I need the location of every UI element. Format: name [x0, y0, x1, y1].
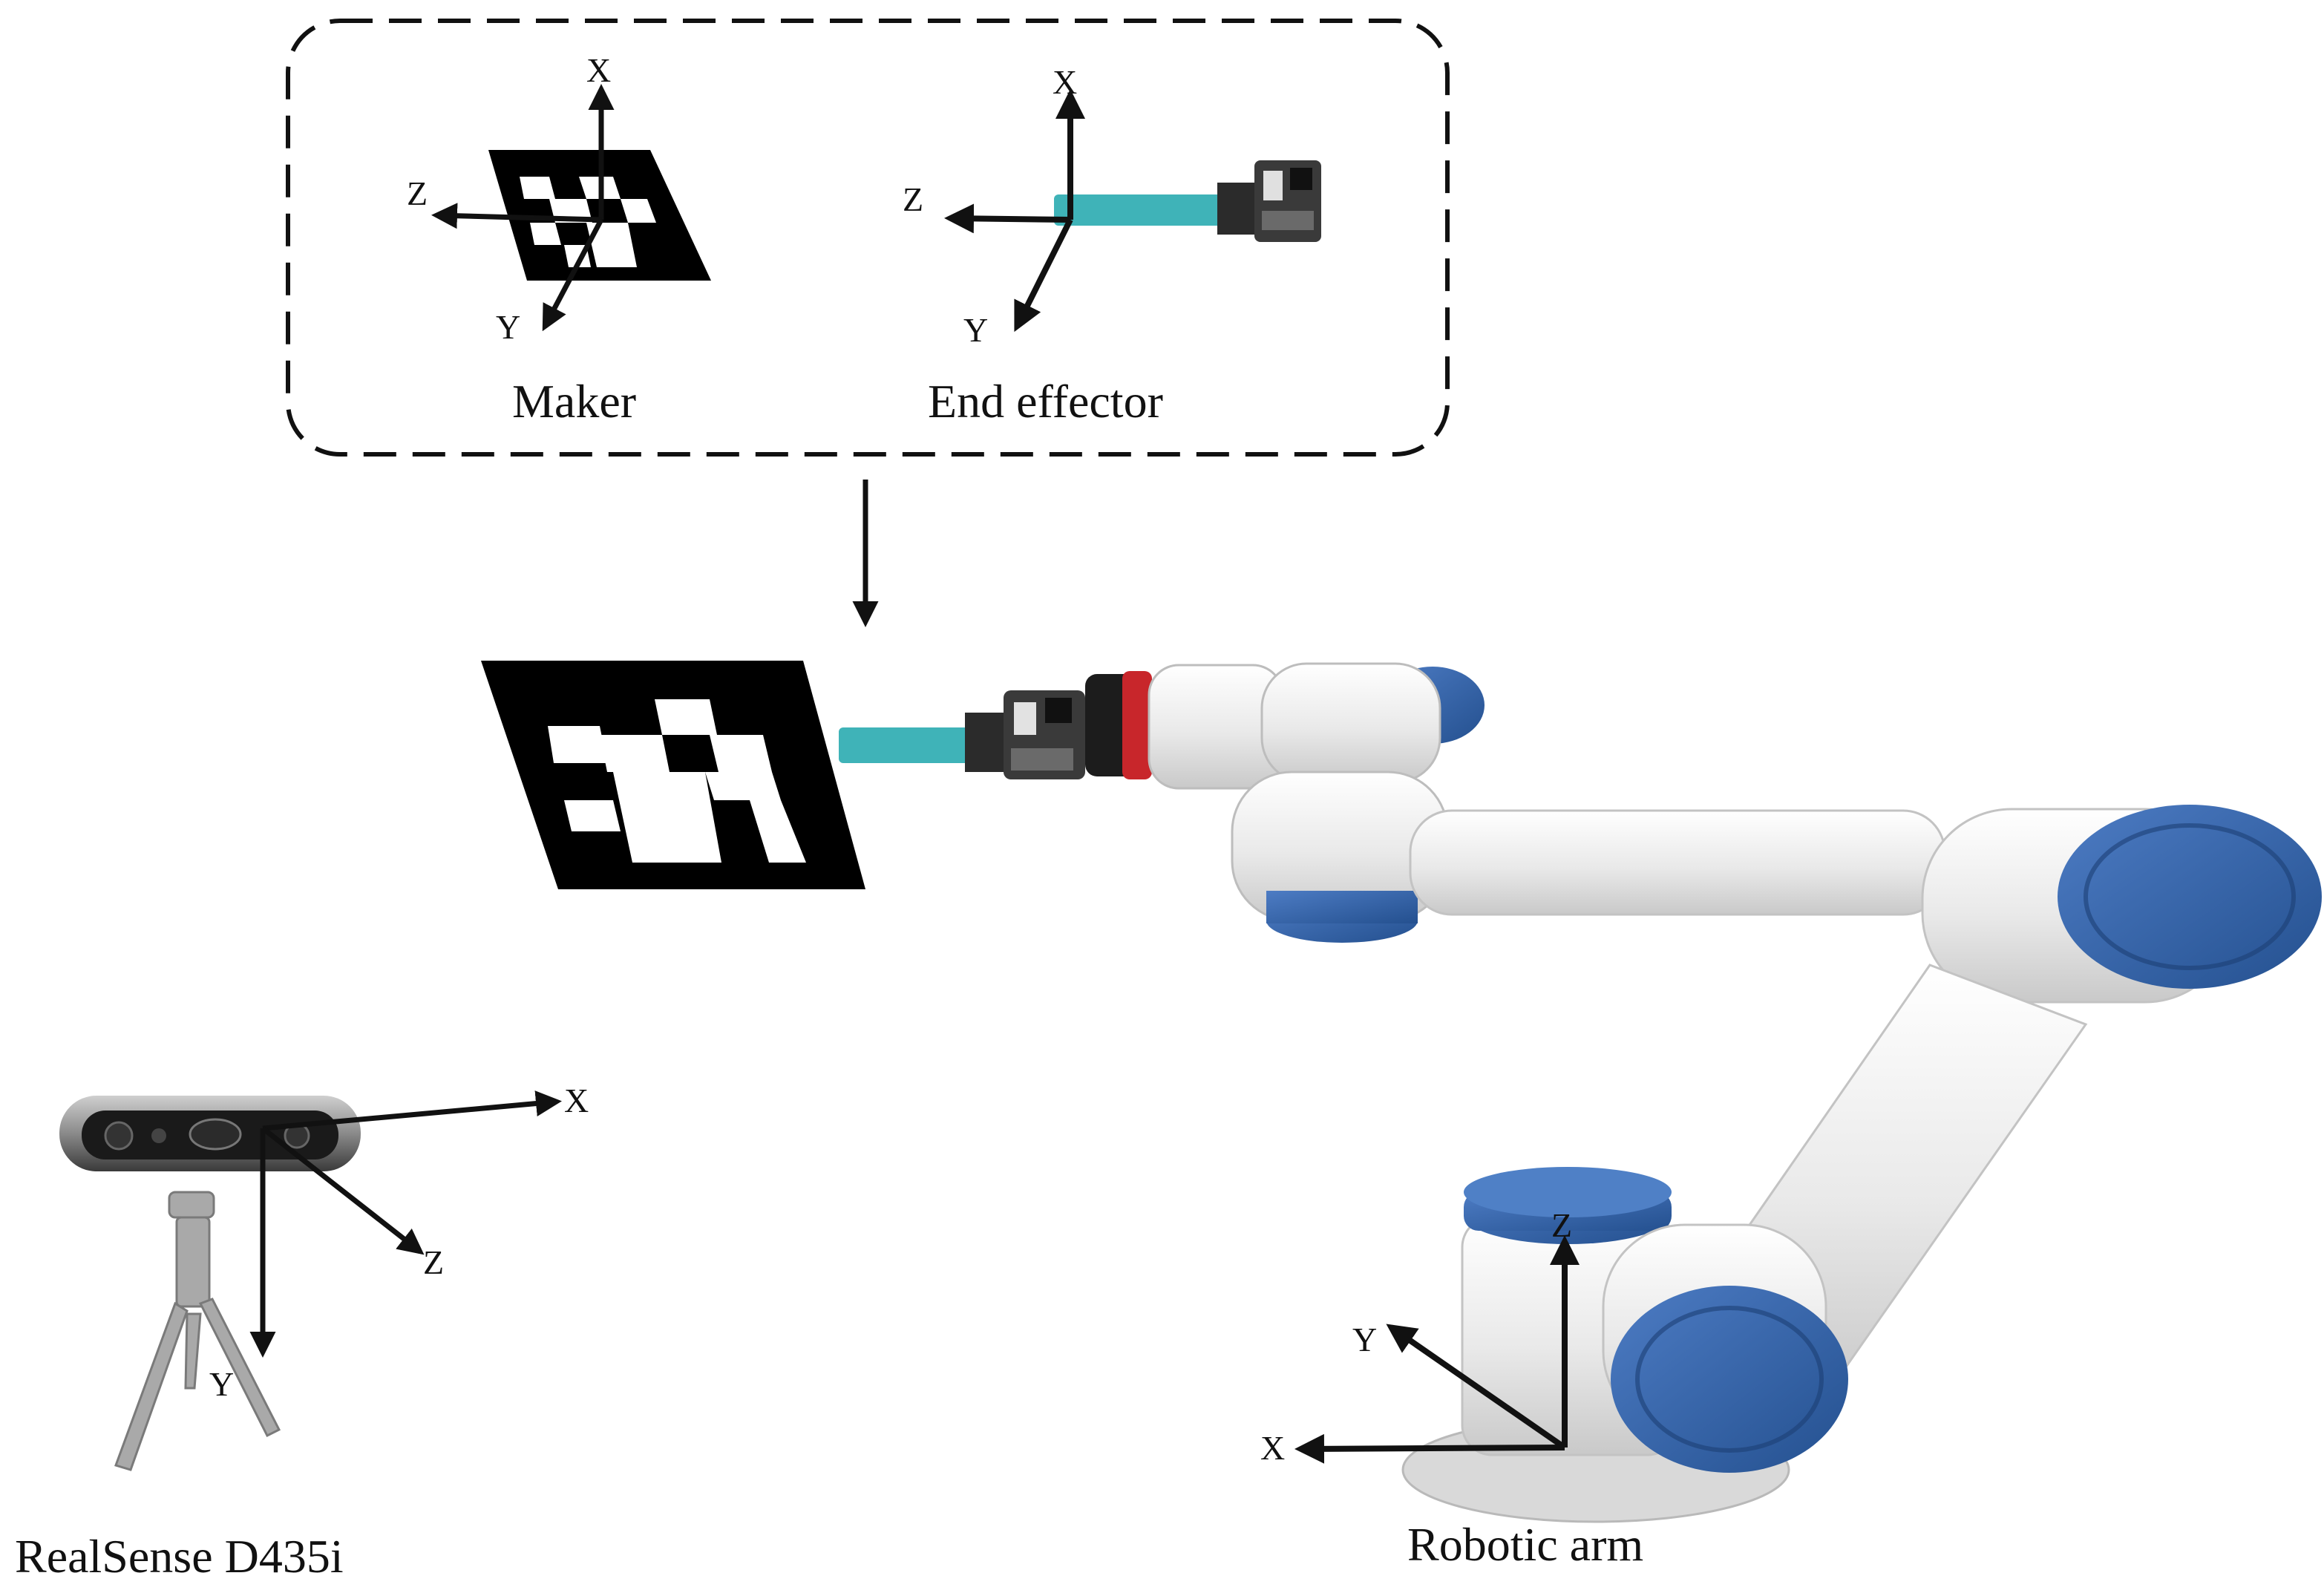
inset-marker-y-label: Y [496, 308, 520, 346]
robot-y-axis [1386, 1324, 1567, 1450]
inset-tool-shaft [1054, 194, 1225, 226]
inset-ee-z-axis [944, 203, 1071, 234]
inset-dashed-frame [286, 19, 1450, 457]
camera-lens-left [104, 1121, 134, 1151]
robot-upper-arm [1409, 809, 1946, 916]
inset-ee-caption: End effector [928, 375, 1163, 428]
camera-z-axis [261, 1126, 425, 1255]
inset-marker-z-label: Z [407, 174, 428, 212]
inset-ee-y-axis [1014, 218, 1073, 333]
robot-tool-shaft [839, 727, 972, 763]
inset-ee-z-label: Z [903, 180, 923, 218]
camera-x-axis [262, 1090, 562, 1131]
inset-marker-group: X Z Y Maker [407, 51, 711, 428]
robot-caption: Robotic arm [1407, 1518, 1643, 1571]
robot-y-label: Y [1352, 1321, 1377, 1358]
inset-end-effector-group: X Z Y End effector [903, 63, 1321, 428]
inset-gripper [1217, 160, 1321, 242]
aruco-marker [481, 661, 865, 889]
inset-marker-y-axis [542, 218, 604, 332]
camera-y-label: Y [209, 1365, 234, 1403]
inset-marker-z-axis [431, 203, 602, 229]
camera-lens-center [189, 1118, 242, 1151]
inset-ee-x-label: X [1053, 63, 1077, 101]
robot-x-label: X [1260, 1429, 1285, 1467]
aruco-marker-pattern [548, 699, 806, 863]
robot-x-axis [1294, 1433, 1565, 1464]
robot-shoulder-cap [2058, 805, 2322, 989]
robot-gripper [965, 690, 1085, 779]
robot-arm: Z Y X Robotic arm [839, 662, 2322, 1571]
camera-x-label: X [564, 1082, 589, 1119]
camera-z-label: Z [423, 1243, 444, 1281]
inset-ee-y-label: Y [963, 311, 988, 349]
camera-caption: RealSense D435i [15, 1530, 344, 1583]
robot-lower-cap [1611, 1286, 1848, 1473]
inset-marker-caption: Maker [512, 375, 636, 428]
inset-marker-x-label: X [586, 51, 611, 89]
realsense-camera: X Z Y RealSense D435i [15, 1082, 589, 1583]
robot-z-label: Z [1551, 1206, 1572, 1244]
camera-tripod [114, 1191, 281, 1471]
